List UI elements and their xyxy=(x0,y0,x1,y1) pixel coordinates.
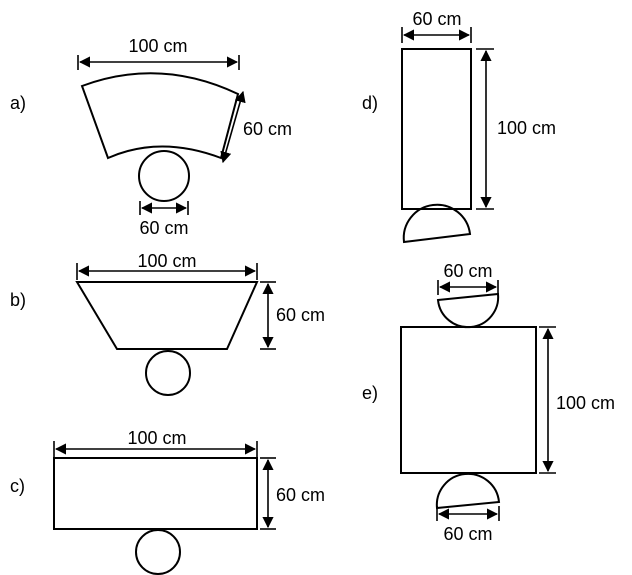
dim-c-side-text: 60 cm xyxy=(276,485,325,505)
label-c: c) xyxy=(10,476,25,496)
label-a: a) xyxy=(10,93,26,113)
shape-a-circle xyxy=(138,150,190,202)
shape-a-sector xyxy=(80,72,240,160)
dim-d-side-text: 100 cm xyxy=(497,118,556,138)
dim-c-top-text: 100 cm xyxy=(127,428,186,448)
shape-e-square xyxy=(400,326,537,474)
shape-e-bottom-half-disc xyxy=(435,472,501,510)
dim-e-top-text: 60 cm xyxy=(443,261,492,281)
dim-a-bottom-text: 60 cm xyxy=(139,218,188,238)
label-d: d) xyxy=(362,93,378,113)
shape-c-rectangle xyxy=(53,457,258,530)
dim-a-side-text: 60 cm xyxy=(243,119,292,139)
shape-e-top-half-disc xyxy=(436,292,500,329)
figure-e: e) 60 cm 100 cm 60 cm xyxy=(362,261,615,544)
figure-c: c) 100 cm 60 cm xyxy=(10,428,325,575)
shape-b-trapezoid xyxy=(75,281,259,350)
dim-d-top-text: 60 cm xyxy=(412,9,461,29)
label-b: b) xyxy=(10,290,26,310)
figure-a: a) 100 cm 60 cm 60 cm xyxy=(10,36,292,238)
shape-c-circle xyxy=(135,529,181,575)
dim-b-side-text: 60 cm xyxy=(276,305,325,325)
dim-e-side-text: 100 cm xyxy=(556,393,615,413)
dim-a-top-text: 100 cm xyxy=(128,36,187,56)
label-e: e) xyxy=(362,383,378,403)
figure-d: d) 60 cm 100 cm xyxy=(362,9,556,244)
shape-d-rectangle xyxy=(401,48,472,210)
dim-a-side-arrow xyxy=(220,90,246,164)
shape-b-circle xyxy=(145,350,191,396)
shape-d-half-disc xyxy=(402,203,472,244)
dim-b-top-text: 100 cm xyxy=(137,251,196,271)
figure-b: b) 100 cm 60 cm xyxy=(10,251,325,396)
dim-e-bottom-text: 60 cm xyxy=(443,524,492,544)
